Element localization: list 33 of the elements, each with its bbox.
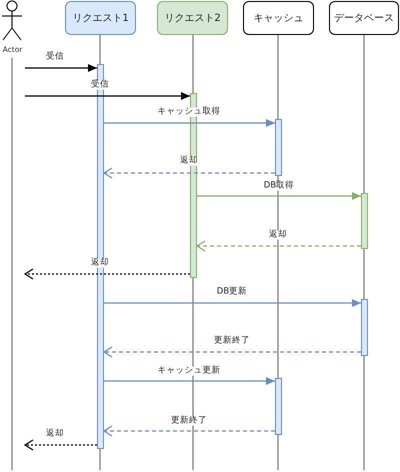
- return-arrow: [103, 346, 361, 358]
- activation-bar: [275, 378, 282, 435]
- participant-box: データベース: [329, 1, 399, 35]
- message-label: 受信: [45, 52, 65, 62]
- message-arrow: [25, 92, 190, 100]
- message-arrow: [25, 64, 97, 72]
- message-label: DB更新: [216, 288, 248, 297]
- return-arrow: [103, 167, 275, 179]
- actor: [0, 0, 25, 470]
- message-label: 更新終了: [170, 416, 208, 426]
- activation-bar: [361, 193, 368, 249]
- message-label: 受信: [90, 80, 110, 90]
- return-arrow: [24, 439, 97, 451]
- participant-box: リクエスト2: [157, 1, 228, 35]
- message-label: 返却: [90, 258, 110, 268]
- message-label: キャッシュ更新: [156, 366, 222, 376]
- activation-bar: [361, 299, 368, 356]
- activation-bar: [275, 119, 282, 176]
- return-arrow: [103, 425, 275, 437]
- participant-box: リクエスト1: [65, 1, 136, 35]
- return-arrow: [196, 240, 361, 252]
- message-label: キャッシュ取得: [156, 108, 222, 117]
- message-label: DB取得: [262, 182, 296, 191]
- return-arrow: [24, 268, 190, 280]
- message-arrow: [104, 119, 275, 127]
- message-arrow: [104, 299, 361, 307]
- message-arrow: [197, 192, 361, 200]
- message-label: 返却: [45, 430, 65, 439]
- message-label: 返却: [179, 156, 199, 166]
- participant-box: キャッシュ: [243, 1, 314, 35]
- message-arrow: [104, 377, 275, 385]
- message-label: 返却: [268, 230, 288, 240]
- message-label: 更新終了: [213, 336, 251, 346]
